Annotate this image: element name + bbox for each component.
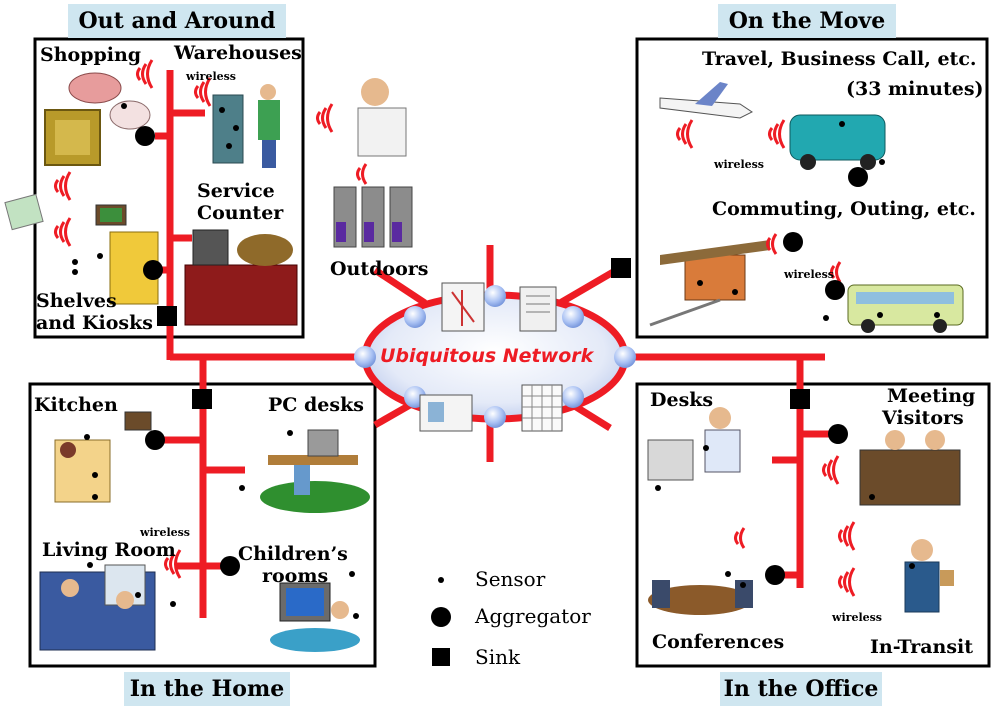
shopping-label: Shopping: [40, 44, 142, 66]
in-the-office-box: [635, 382, 991, 668]
commuting-label: Commuting, Outing, etc.: [712, 198, 976, 220]
wireless-label-warehouse: wireless: [186, 70, 237, 83]
shelves-label-2: and Kiosks: [36, 312, 153, 334]
travel-label: Travel, Business Call, etc.: [702, 48, 977, 70]
wireless-label-home: wireless: [140, 526, 191, 539]
childrens-label-2: rooms: [262, 565, 329, 587]
wireless-label-travel: wireless: [714, 158, 765, 171]
legend-sink: Sink: [475, 645, 521, 669]
in-transit-label: In-Transit: [870, 636, 974, 658]
wireless-waves: [54, 59, 856, 597]
service-counter-label-1: Service: [197, 180, 275, 202]
network-nodes: [354, 285, 636, 428]
on-the-move-box: [635, 37, 989, 339]
kitchen-label: Kitchen: [34, 394, 118, 416]
sinks: [157, 258, 810, 666]
wireless-label-office: wireless: [832, 611, 883, 624]
sensors: [72, 103, 940, 619]
conferences-label: Conferences: [652, 631, 785, 653]
warehouses-label: Warehouses: [174, 42, 302, 64]
document-icons: [419, 282, 563, 432]
minutes-label: (33 minutes): [846, 78, 984, 100]
legend-aggregator: Aggregator: [475, 604, 591, 628]
on-the-move-tab: On the Move: [718, 4, 896, 38]
meeting-label-2: Visitors: [882, 407, 964, 429]
illustrations: [4, 72, 964, 652]
wireless-label-commute: wireless: [784, 268, 835, 281]
legend-sensor: Sensor: [475, 567, 546, 591]
outdoors-label: Outdoors: [330, 258, 429, 280]
living-room-label: Living Room: [42, 539, 176, 561]
network-label: Ubiquitous Network: [380, 345, 594, 367]
service-counter-label-2: Counter: [197, 202, 284, 224]
out-and-around-tab: Out and Around: [68, 4, 286, 38]
aggregators: [135, 126, 868, 627]
in-the-office-tab: In the Office: [720, 672, 882, 706]
in-the-home-tab: In the Home: [124, 672, 290, 706]
pc-desks-label: PC desks: [268, 394, 364, 416]
desks-label: Desks: [650, 389, 714, 411]
childrens-label-1: Children’s: [238, 543, 348, 565]
shelves-label-1: Shelves: [36, 290, 117, 312]
meeting-label-1: Meeting: [887, 385, 976, 407]
